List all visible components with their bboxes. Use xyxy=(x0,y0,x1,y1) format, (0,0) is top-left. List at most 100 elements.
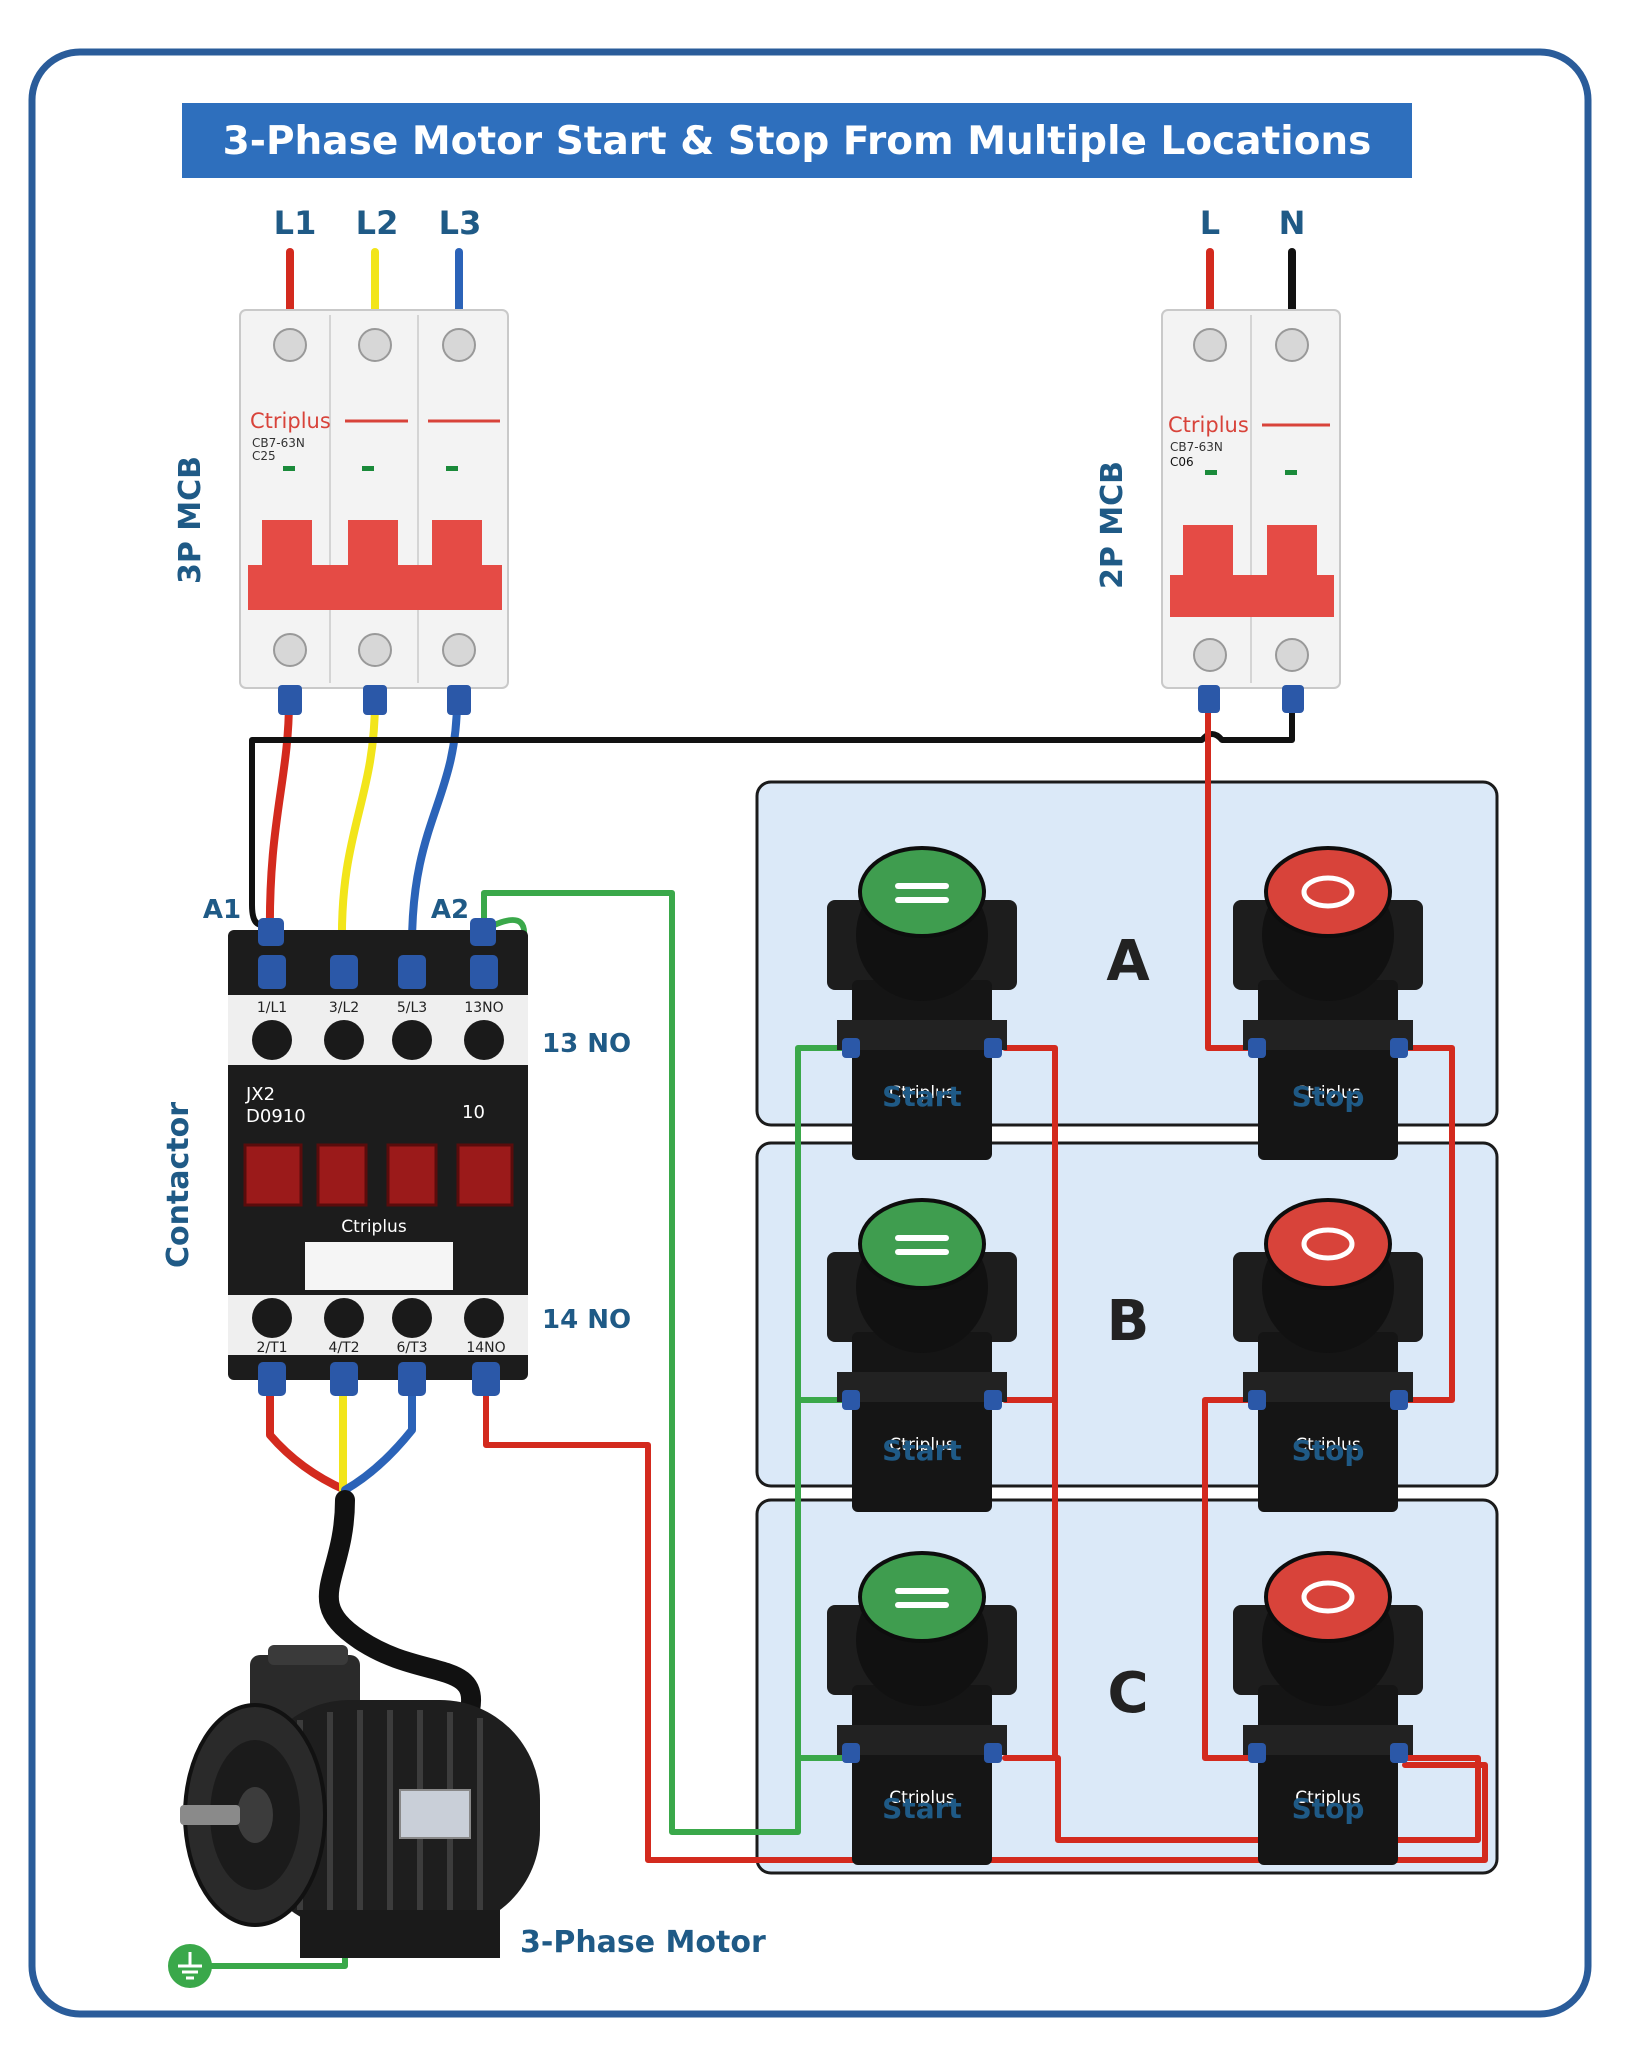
contactor-top-terminal-1: 1/L1 xyxy=(257,1000,287,1016)
button-terminal-left xyxy=(842,1743,860,1763)
stop-label-a: Stop xyxy=(1292,1080,1365,1113)
contactor: 1/L1 3/L2 5/L3 13NO JX2 D0910 10 Ctriplu… xyxy=(228,918,528,1396)
title-bar xyxy=(182,103,1412,178)
mcb3-brand: Ctriplus xyxy=(250,409,331,433)
supply-l3-label: L3 xyxy=(439,204,482,242)
start-button-c[interactable]: Ctriplus xyxy=(827,1551,1017,1865)
button-terminal-right xyxy=(984,1743,1002,1763)
wire-line-to-stop-a xyxy=(1205,697,1258,1051)
start-label-c: Start xyxy=(882,1792,962,1825)
station-letter-c: C xyxy=(1107,1661,1148,1726)
button-brand: Ctriplus xyxy=(1295,1788,1361,1808)
mcb2-rating: C06 xyxy=(1170,455,1194,469)
wire-start-bus-red xyxy=(1002,1045,1058,1761)
wire-l2-mcb-contactor xyxy=(337,696,379,949)
start-button-b[interactable]: Ctriplus xyxy=(827,1198,1017,1512)
contactor-top-terminal-2: 3/L2 xyxy=(329,1000,359,1016)
station-letter-b: B xyxy=(1107,1289,1150,1354)
wire-stop-a-to-b xyxy=(1402,1045,1455,1403)
button-contact-block xyxy=(1258,980,1398,1160)
mcb-2p: Ctriplus CB7-63N C06 xyxy=(1161,309,1341,713)
button-contact-block xyxy=(1258,1685,1398,1865)
button-terminal-right xyxy=(1390,1038,1408,1058)
wire-stop-b-to-c xyxy=(1202,1397,1258,1761)
button-contact-block xyxy=(852,1332,992,1512)
contactor-model-1: JX2 xyxy=(245,1084,275,1105)
stop-symbol-ring xyxy=(1301,875,1355,909)
wire-l1-mcb-contactor xyxy=(265,696,293,944)
wire-t1-motor xyxy=(266,1386,349,1494)
button-contact-block xyxy=(1258,1332,1398,1512)
button-clamp xyxy=(837,1020,1007,1050)
button-terminal-right xyxy=(984,1038,1002,1058)
mcb2-brand: Ctriplus xyxy=(1168,413,1249,437)
button-clamp xyxy=(1243,1725,1413,1755)
contactor-a1-label: A1 xyxy=(203,895,241,925)
button-contact-block xyxy=(852,980,992,1160)
button-brand: Ctriplus xyxy=(1295,1435,1361,1455)
button-terminal-left xyxy=(1248,1038,1266,1058)
supply-l2-label: L2 xyxy=(356,204,399,242)
button-terminal-left xyxy=(842,1390,860,1410)
button-contact-block xyxy=(852,1685,992,1865)
contactor-brand: Ctriplus xyxy=(341,1217,407,1237)
contactor-top-terminal-4: 13NO xyxy=(464,1000,503,1016)
contactor-aux-code: 10 xyxy=(462,1102,485,1123)
button-clamp xyxy=(1243,1372,1413,1402)
button-clamp xyxy=(1243,1020,1413,1050)
button-brand: Ctriplus xyxy=(889,1788,955,1808)
stop-label-c: Stop xyxy=(1292,1792,1365,1825)
button-terminal-right xyxy=(1390,1390,1408,1410)
button-clamp xyxy=(837,1725,1007,1755)
stop-button-a[interactable]: Ctriplus xyxy=(1233,846,1423,1160)
wire-t3-motor xyxy=(341,1386,416,1494)
wire-14no-red xyxy=(483,1387,1488,1863)
wire-l3-mcb-contactor xyxy=(408,696,461,949)
contactor-bottom-terminal-2: 4/T2 xyxy=(328,1340,359,1356)
button-terminal-left xyxy=(1248,1390,1266,1410)
station-letter-a: A xyxy=(1106,929,1150,994)
stop-button-c[interactable]: Ctriplus xyxy=(1233,1551,1423,1865)
button-terminal-right xyxy=(984,1390,1002,1410)
contactor-bottom-terminal-4: 14NO xyxy=(466,1340,505,1356)
stop-symbol-ring xyxy=(1301,1580,1355,1614)
wire-green-to-a2 xyxy=(481,890,801,1835)
supply-l1-label: L1 xyxy=(274,204,317,242)
mcb-3p: Ctriplus CB7-63N C25 xyxy=(239,309,509,715)
start-button-a[interactable]: Ctriplus xyxy=(827,846,1017,1160)
stop-button-b[interactable]: Ctriplus xyxy=(1233,1198,1423,1512)
contactor-a2-label: A2 xyxy=(431,895,469,925)
stop-symbol-ring xyxy=(1301,1227,1355,1261)
start-label-b: Start xyxy=(882,1434,962,1467)
contactor-13no-label: 13 NO xyxy=(542,1029,631,1059)
start-label-a: Start xyxy=(882,1080,962,1113)
ground-icon xyxy=(168,1944,212,1988)
contactor-bottom-terminal-1: 2/T1 xyxy=(256,1340,287,1356)
supply-n-label: N xyxy=(1279,204,1306,242)
mcb2-model: CB7-63N xyxy=(1170,440,1223,454)
start-cap-icon xyxy=(858,1198,986,1290)
stop-cap-icon xyxy=(1264,846,1392,938)
contactor-14no-label: 14 NO xyxy=(542,1305,631,1335)
stop-label-b: Stop xyxy=(1292,1434,1365,1467)
button-terminal-left xyxy=(842,1038,860,1058)
page-title: 3-Phase Motor Start & Stop From Multiple… xyxy=(223,119,1372,164)
stop-cap-icon xyxy=(1264,1198,1392,1290)
button-clamp xyxy=(837,1372,1007,1402)
contactor-top-terminal-3: 5/L3 xyxy=(397,1000,427,1016)
contactor-label: Contactor xyxy=(161,1102,196,1268)
supply-l-label: L xyxy=(1200,204,1220,242)
mcb3-model: CB7-63N xyxy=(252,436,305,450)
contactor-bottom-terminal-3: 6/T3 xyxy=(396,1340,427,1356)
motor-label: 3-Phase Motor xyxy=(520,1925,766,1960)
button-terminal-left xyxy=(1248,1743,1266,1763)
start-cap-icon xyxy=(858,846,986,938)
contactor-model-2: D0910 xyxy=(246,1106,306,1127)
wire-neutral-a1 xyxy=(249,697,1295,928)
motor-icon xyxy=(180,1645,540,1958)
button-brand: Ctriplus xyxy=(889,1435,955,1455)
mcb2-label: 2P MCB xyxy=(1095,461,1130,589)
stop-cap-icon xyxy=(1264,1551,1392,1643)
